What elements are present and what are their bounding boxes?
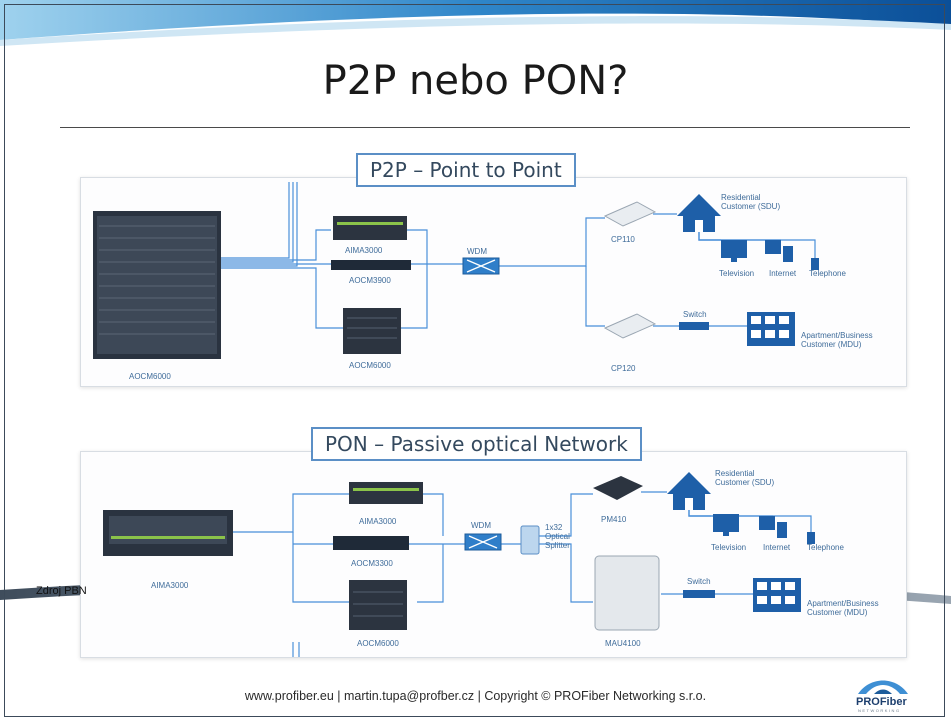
house-icon [677, 194, 721, 232]
p2p-label-aima3000: AIMA3000 [345, 246, 383, 255]
p2p-diagram-panel: AOCM6000 AIMA3000 AOCM3900 [80, 177, 907, 387]
logo-brand-text: PROFiber [856, 696, 907, 708]
pon-label-apartment: Apartment/Business [807, 599, 879, 608]
p2p-label-switch: Switch [683, 310, 707, 319]
pon-label-mau4100: MAU4100 [605, 639, 641, 648]
p2p-label-television: Television [719, 269, 754, 278]
p2p-callout: P2P – Point to Point [356, 153, 576, 187]
aima3000-chassis-icon [103, 510, 233, 556]
pm410-device-icon [593, 476, 643, 500]
pon-label-telephone: Telephone [807, 543, 844, 552]
pon-callout: PON – Passive optical Network [311, 427, 642, 461]
p2p-label-telephone: Telephone [809, 269, 846, 278]
pon-label-pm410: PM410 [601, 515, 627, 524]
p2p-diagram: AOCM6000 AIMA3000 AOCM3900 [93, 182, 873, 381]
p2p-label-residential2: Customer (SDU) [721, 202, 780, 211]
mau4100-device-icon [594, 555, 660, 631]
pon-label-residential: Residential [715, 469, 755, 478]
pon-telephone-icon [807, 532, 815, 544]
footer-text: www.profiber.eu | martin.tupa@profber.cz… [244, 689, 707, 703]
pon-label-aocm3300: AOCM3300 [351, 559, 393, 568]
pon-aima3000-device-icon [349, 482, 423, 504]
pon-label-apartment2: Customer (MDU) [807, 608, 868, 617]
p2p-label-cp110: CP110 [611, 235, 635, 244]
pon-house-icon [667, 472, 711, 510]
aima3000-device-icon [333, 216, 407, 240]
pon-label-splitter2: Optical [545, 532, 570, 541]
pon-label-residential2: Customer (SDU) [715, 478, 774, 487]
p2p-label-aocm6000-small: AOCM6000 [349, 361, 391, 370]
source-note: Zdroj PBN [36, 585, 87, 597]
telephone-icon [811, 258, 819, 270]
cp110-device-icon [603, 201, 657, 227]
pon-television-icon [713, 514, 739, 532]
p2p-label-aocm6000-main: AOCM6000 [129, 372, 171, 381]
logo-sub-text: NETWORKING [858, 708, 901, 713]
p2p-label-internet: Internet [769, 269, 797, 278]
p2p-switch-icon [679, 322, 709, 330]
pon-label-wdm: WDM [471, 521, 491, 530]
p2p-label-residential: Residential [721, 193, 761, 202]
internet-pc-icon [765, 240, 781, 254]
p2p-label-wdm: WDM [467, 247, 487, 256]
p2p-fiber-lines [221, 182, 816, 329]
pon-label-television: Television [711, 543, 746, 552]
p2p-label-cp120: CP120 [611, 364, 636, 373]
pon-label-internet: Internet [763, 543, 791, 552]
pon-switch-icon [683, 590, 715, 598]
aocm3900-device-icon [331, 260, 411, 270]
pon-label-aima3000: AIMA3000 [359, 517, 397, 526]
cp120-device-icon [603, 313, 657, 339]
optical-splitter-icon [520, 525, 540, 555]
pon-label-aocm6000: AOCM6000 [357, 639, 399, 648]
p2p-label-aocm3900: AOCM3900 [349, 276, 391, 285]
pon-label-aima3000-main: AIMA3000 [151, 581, 189, 590]
television-icon [721, 240, 747, 258]
aocm6000-small-device-icon [343, 308, 401, 354]
pon-diagram: AIMA3000 AIMA3000 AOCM3300 [103, 469, 879, 657]
p2p-label-apartment2: Customer (MDU) [801, 340, 862, 349]
pon-label-splitter1: 1x32 [545, 523, 563, 532]
top-swoosh-decoration [0, 0, 951, 46]
aocm3300-device-icon [333, 536, 409, 550]
p2p-label-apartment: Apartment/Business [801, 331, 873, 340]
pon-internet-pc-icon [759, 516, 775, 530]
pon-aocm6000-device-icon [349, 580, 407, 630]
profiber-logo: PROFiber NETWORKING [856, 680, 908, 713]
pon-label-splitter3: Splitter [545, 541, 570, 550]
title-divider [60, 127, 910, 128]
slide-title: P2P nebo PON? [322, 58, 629, 104]
pon-label-switch: Switch [687, 577, 711, 586]
aocm6000-chassis-icon [93, 211, 221, 359]
pon-diagram-panel: AIMA3000 AIMA3000 AOCM3300 [80, 451, 907, 658]
